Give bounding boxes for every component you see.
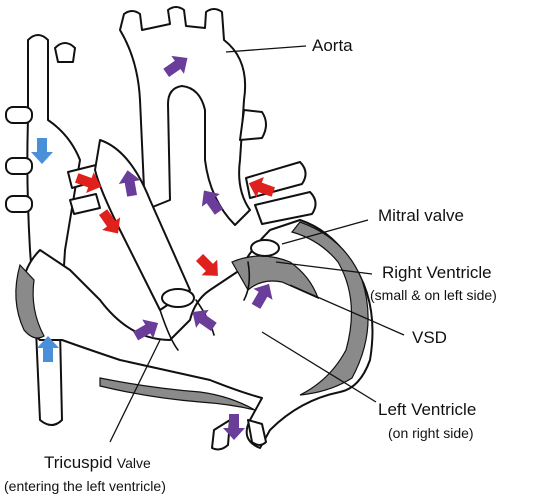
label-left-ventricle: Left Ventricle <box>378 400 476 420</box>
label-right-ventricle-note: (small & on left side) <box>370 287 497 303</box>
label-aorta: Aorta <box>312 36 353 56</box>
label-right-ventricle: Right Ventricle <box>382 263 492 283</box>
label-tricuspid-valve: Tricuspid Valve <box>44 453 151 473</box>
red-arrow-icon <box>192 250 226 284</box>
label-mitral-valve: Mitral valve <box>378 206 464 226</box>
label-left-ventricle-note: (on right side) <box>388 425 474 441</box>
label-tricuspid-valve-word: Valve <box>117 455 151 471</box>
label-tricuspid-note: (entering the left ventricle) <box>4 478 166 494</box>
label-tricuspid-main: Tricuspid <box>44 453 112 472</box>
vena-cava <box>27 35 80 425</box>
heart-body <box>22 220 373 448</box>
label-vsd: VSD <box>412 328 447 348</box>
